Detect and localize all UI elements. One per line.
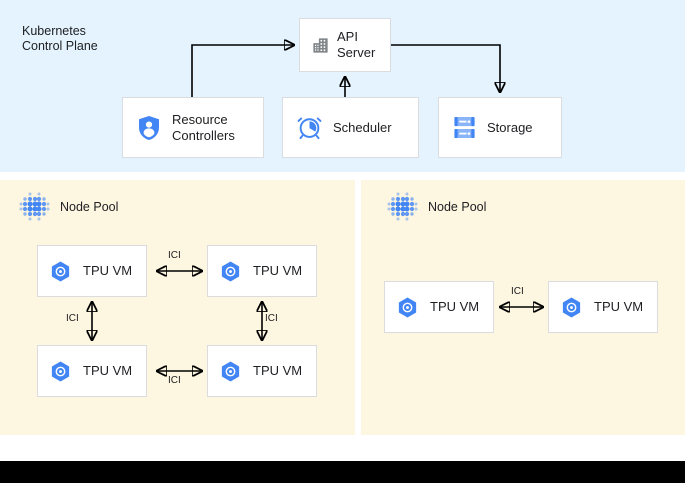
hexagon-gear-icon [219, 360, 242, 383]
storage-label: Storage [487, 119, 533, 135]
hexagon-gear-icon [219, 260, 242, 283]
server-rack-icon [453, 115, 476, 140]
dot-grid-icon [19, 192, 50, 221]
api-server-box[interactable]: API Server [299, 18, 391, 72]
api-server-label: API Server [337, 29, 376, 60]
tpu-vm-label: TPU VM [253, 363, 303, 378]
shield-user-icon [137, 115, 161, 141]
scheduler-box[interactable]: Scheduler [282, 97, 419, 158]
tpu-vm-box[interactable]: TPU VM [548, 281, 658, 333]
tpu-vm-label: TPU VM [253, 263, 303, 278]
ici-label: ICI [265, 313, 278, 324]
tpu-vm-box[interactable]: TPU VM [37, 345, 147, 397]
hexagon-gear-icon [49, 360, 72, 383]
tpu-vm-box[interactable]: TPU VM [384, 281, 494, 333]
resource-controllers-label: Resource Controllers [172, 111, 235, 143]
building-icon [311, 36, 330, 55]
tpu-vm-box[interactable]: TPU VM [207, 245, 317, 297]
resource-controllers-box[interactable]: Resource Controllers [122, 97, 264, 158]
tpu-vm-label: TPU VM [430, 299, 480, 314]
tpu-vm-box[interactable]: TPU VM [207, 345, 317, 397]
storage-box[interactable]: Storage [438, 97, 562, 158]
bottom-bar [0, 461, 685, 483]
tpu-vm-label: TPU VM [83, 263, 133, 278]
hexagon-gear-icon [396, 296, 419, 319]
ici-label: ICI [511, 286, 524, 297]
tpu-vm-label: TPU VM [83, 363, 133, 378]
alarm-clock-icon [297, 115, 322, 140]
dot-grid-icon [387, 192, 418, 221]
ici-label: ICI [168, 375, 181, 386]
control-plane-title: Kubernetes Control Plane [22, 24, 98, 53]
tpu-vm-label: TPU VM [594, 299, 644, 314]
tpu-vm-box[interactable]: TPU VM [37, 245, 147, 297]
ici-label: ICI [168, 250, 181, 261]
hexagon-gear-icon [49, 260, 72, 283]
node-pool-title-right: Node Pool [428, 200, 487, 214]
scheduler-label: Scheduler [333, 119, 392, 135]
hexagon-gear-icon [560, 296, 583, 319]
ici-label: ICI [66, 313, 79, 324]
node-pool-title-left: Node Pool [60, 200, 119, 214]
